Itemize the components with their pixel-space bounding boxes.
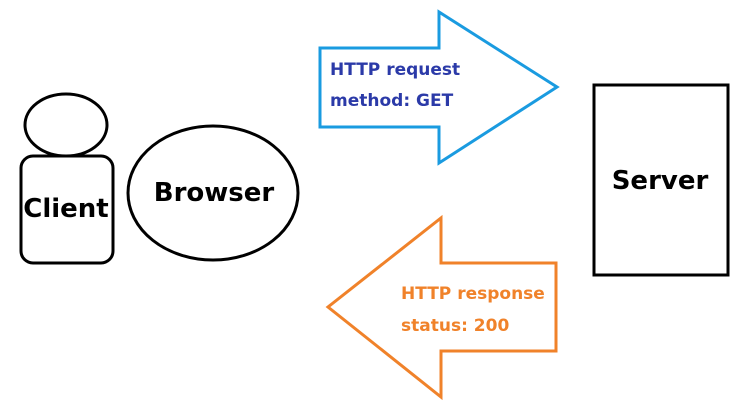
response-arrow: HTTP response status: 200 <box>325 214 558 401</box>
request-label-line2: method: GET <box>330 91 454 111</box>
response-label-line2: status: 200 <box>401 316 509 336</box>
browser-node: Browser <box>126 124 300 262</box>
client-label: Client <box>23 194 108 224</box>
server-label: Server <box>612 166 709 196</box>
browser-label: Browser <box>154 178 275 208</box>
client-figure: Client <box>19 92 115 265</box>
response-arrow-shape <box>325 214 558 401</box>
server-box <box>592 83 730 277</box>
response-label-line1: HTTP response <box>401 284 545 304</box>
server-node: Server <box>592 83 730 277</box>
request-arrow: HTTP request method: GET <box>318 9 560 166</box>
browser-ellipse <box>126 124 300 262</box>
client-body <box>19 154 115 265</box>
request-label-line1: HTTP request <box>330 60 460 80</box>
request-arrow-shape <box>318 9 560 166</box>
client-head <box>23 92 109 158</box>
